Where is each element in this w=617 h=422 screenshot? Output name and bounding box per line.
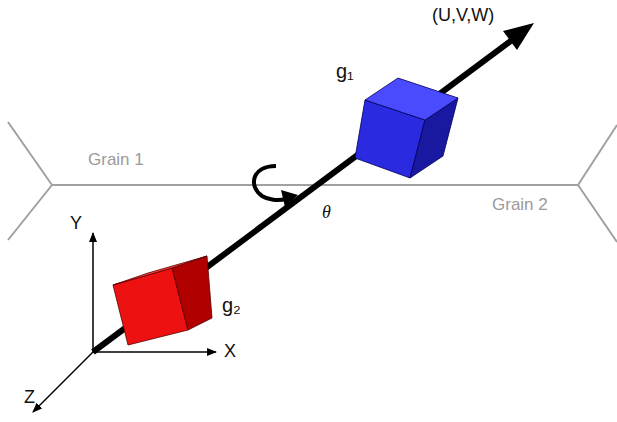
rotation-arrow xyxy=(254,166,298,207)
cube-g2 xyxy=(113,256,212,345)
axis-name: X xyxy=(224,342,236,362)
grain-label: Grain 1 xyxy=(88,151,144,170)
axis-label: (U,V,W) xyxy=(432,6,494,26)
cube-g1 xyxy=(355,78,458,178)
rotation-axis xyxy=(93,23,534,352)
grain-label: Grain 2 xyxy=(492,196,548,215)
angle-label: θ xyxy=(322,203,331,223)
grain-orientation-label: g₁ xyxy=(336,60,354,82)
coordinate-axes xyxy=(33,233,216,412)
axis-name: Z xyxy=(24,388,35,408)
grain-boundary xyxy=(8,122,617,242)
grain-orientation-label: g₂ xyxy=(222,294,241,316)
axis-name: Y xyxy=(70,214,82,234)
